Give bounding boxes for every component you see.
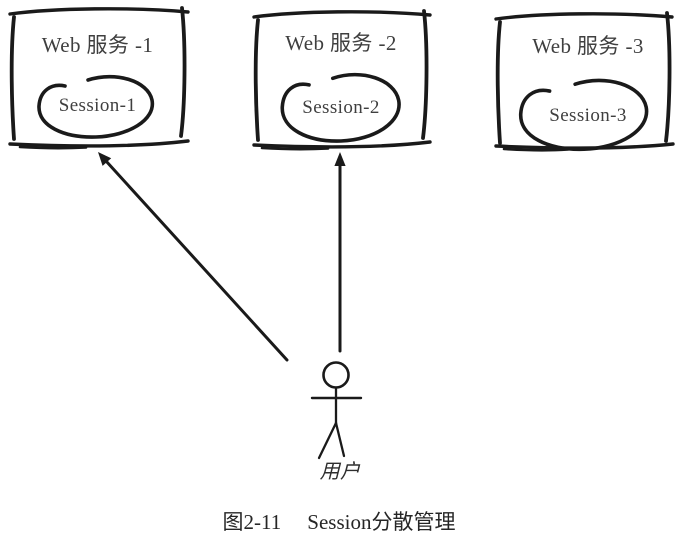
server3-box-top-edge (494, 12, 674, 21)
user-figure-left-leg (317, 421, 338, 460)
server2-box-bottom-double-stroke (260, 146, 330, 151)
server1-title: Web 服务 -1 (41, 33, 154, 57)
server1-box-right-edge (179, 6, 187, 138)
figure-caption: 图2-11 Session分散管理 (0, 508, 678, 536)
server2-box-right-edge (421, 9, 429, 140)
server1-box-bottom-double-stroke (18, 145, 88, 150)
server2-box-bottom-edge (252, 140, 432, 149)
server1-box-outline (8, 6, 190, 150)
figure-caption-title: Session分散管理 (307, 510, 456, 534)
server2-box-left-edge (253, 18, 260, 142)
server3-box-right-edge (664, 11, 672, 143)
server3-session-label: Session-3 (549, 105, 627, 126)
server1-box-left-edge (9, 15, 16, 141)
server1-box-bottom-edge (8, 139, 190, 148)
server2-box-top-edge (252, 10, 432, 19)
arrow-user-to-server2-head (334, 152, 346, 166)
arrow-user-to-server2 (334, 152, 346, 353)
server3-box-left-edge (495, 20, 502, 145)
user-figure-head (322, 361, 350, 389)
arrow-user-to-server1-head (98, 152, 112, 166)
server1-box-top-edge (8, 7, 190, 16)
server2-session-label: Session-2 (302, 97, 380, 118)
user-figure (310, 361, 363, 460)
user-label: 用户 (319, 461, 361, 483)
session3-ellipse (521, 80, 647, 149)
arrow-user-to-server1-line (104, 159, 289, 362)
arrow-user-to-server1 (98, 152, 289, 362)
user-figure-right-leg (334, 421, 346, 458)
server3-title: Web 服务 -3 (532, 34, 644, 58)
server2-title: Web 服务 -2 (285, 31, 397, 55)
server2-box-outline (252, 9, 432, 151)
session2-ellipse (282, 75, 399, 141)
session1-ellipse (39, 77, 152, 137)
server1-session-label: Session-1 (58, 95, 137, 116)
figure-caption-number: 图2-11 (222, 510, 282, 534)
